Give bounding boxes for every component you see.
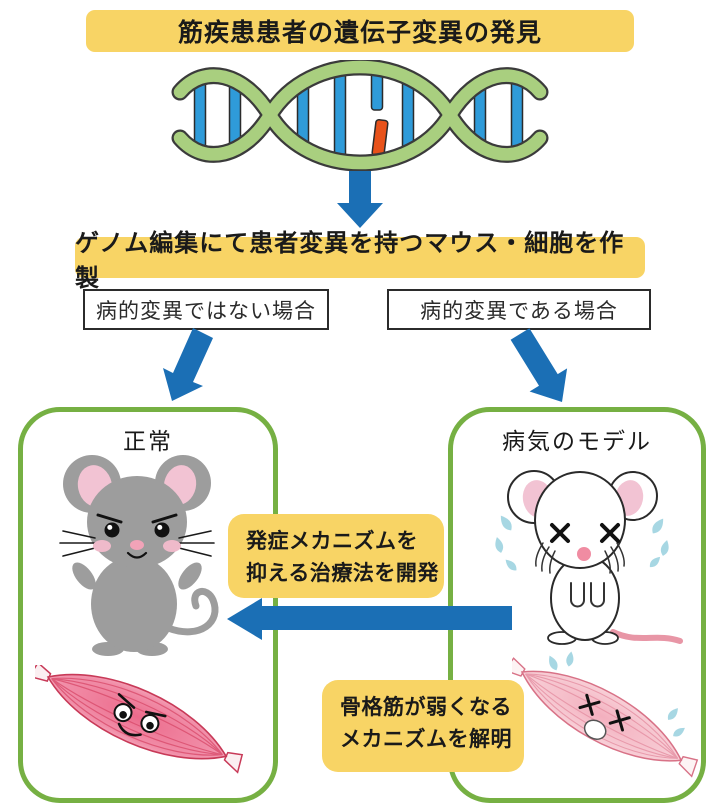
callout-mechanism: 骨格筋が弱くなる メカニズムを解明 [322, 680, 524, 772]
arrow-down-icon [337, 171, 383, 228]
weak-muscle-icon [512, 651, 699, 778]
condition-box-benign: 病的変異ではない場合 [83, 289, 329, 330]
sweat-drops [495, 515, 669, 571]
sick-mouse-icon [495, 470, 683, 645]
healthy-muscle-icon [35, 665, 244, 774]
dna-broken-rung [370, 71, 384, 111]
panel-disease-title: 病気のモデル [502, 428, 652, 454]
condition-benign-label: 病的変異ではない場合 [96, 299, 316, 323]
callout-treatment-line2: 抑える治療法を開発 [246, 561, 439, 585]
title-banner-label: 筋疾患患者の遺伝子変異の発見 [177, 19, 542, 47]
arrow-diagonal-down-right-icon [510, 328, 568, 402]
panel-normal-title: 正常 [123, 428, 173, 454]
condition-pathogenic-label: 病的変異である場合 [420, 299, 618, 323]
sweat-drops [549, 651, 685, 737]
callout-treatment: 発症メカニズムを 抑える治療法を開発 [228, 514, 444, 598]
dna-mutation-segment [371, 118, 389, 158]
title-banner: 筋疾患患者の遺伝子変異の発見 [86, 10, 634, 52]
arrow-diagonal-down-left-icon [163, 328, 213, 401]
healthy-mouse-icon [59, 455, 219, 656]
genome-banner: ゲノム編集にて患者変異を持つマウス・細胞を作製 [75, 230, 645, 292]
callout-mechanism-line1: 骨格筋が弱くなる [340, 696, 512, 719]
callout-treatment-line1: 発症メカニズムを [246, 530, 418, 553]
condition-box-pathogenic: 病的変異である場合 [387, 289, 651, 330]
genome-banner-label: ゲノム編集にて患者変異を持つマウス・細胞を作製 [75, 229, 625, 292]
callout-mechanism-line2: メカニズムを解明 [340, 727, 512, 751]
dna-helix-icon [171, 60, 549, 172]
